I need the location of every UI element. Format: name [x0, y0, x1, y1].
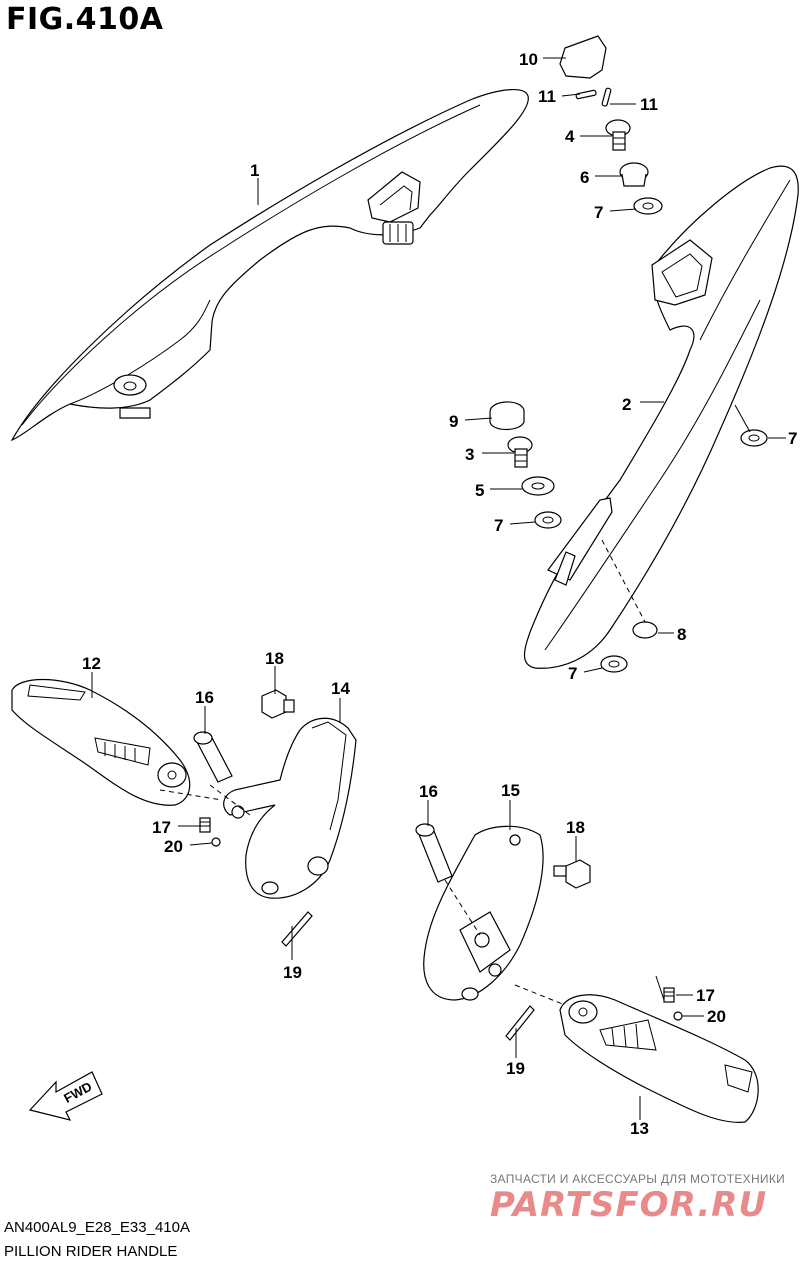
label-part-6: 6 [580, 168, 590, 187]
label-part-13: 13 [630, 1119, 649, 1138]
bracket-left-part-14 [223, 717, 357, 899]
spring-right-part-17 [663, 987, 675, 1003]
label-part-14: 14 [331, 679, 350, 698]
washer-part-7-mid [534, 511, 562, 529]
handle-right-part-2 [523, 165, 799, 669]
bolt-right-part-18 [553, 859, 591, 889]
label-part-7-bottom: 7 [568, 664, 578, 683]
label-part-11-left: 11 [538, 87, 556, 106]
collar-part-6 [619, 162, 649, 187]
diagram-caption: PILLION RIDER HANDLE [4, 1243, 178, 1260]
footrest-left-part-12 [11, 678, 191, 806]
watermark-logo: PARTSFOR.RU [490, 1185, 768, 1225]
bolt-part-3 [507, 436, 533, 468]
washer-part-7-top [633, 197, 663, 215]
cap-part-9 [489, 401, 525, 431]
cotter-pin-right-part-19 [505, 1005, 535, 1041]
bracket-right-part-15 [423, 825, 544, 1001]
label-part-15: 15 [501, 781, 520, 800]
footrest-right-part-13 [559, 994, 759, 1123]
washer-part-7-bottom [600, 655, 628, 673]
label-part-20-left: 20 [164, 837, 183, 856]
label-part-16-right: 16 [419, 782, 438, 801]
label-part-18-right: 18 [566, 818, 585, 837]
spring-left-part-17 [199, 817, 211, 833]
label-part-17-right: 17 [696, 986, 715, 1005]
cap-part-10 [559, 35, 607, 79]
label-part-3: 3 [465, 445, 475, 464]
label-part-19-left: 19 [283, 963, 302, 982]
plug-part-8 [632, 621, 658, 639]
pins-part-11 [575, 87, 612, 107]
label-part-7-mid: 7 [494, 516, 504, 535]
bolt-left-part-18 [261, 689, 295, 719]
label-part-7-top: 7 [594, 203, 604, 222]
figure-title: FIG.410A [6, 2, 164, 37]
watermark-tagline: ЗАПЧАСТИ И АКСЕССУАРЫ ДЛЯ МОТОТЕХНИКИ [490, 1172, 786, 1186]
label-part-2: 2 [622, 395, 632, 414]
fwd-arrow: FWD [28, 1071, 103, 1121]
label-part-19-right: 19 [506, 1059, 525, 1078]
label-part-17-left: 17 [152, 818, 171, 837]
bolt-part-4 [605, 119, 631, 151]
label-part-20-right: 20 [707, 1007, 726, 1026]
ball-right-part-20 [673, 1011, 683, 1021]
label-part-8: 8 [677, 625, 687, 644]
leader-lines [91, 57, 786, 1120]
label-part-11-right: 11 [640, 95, 658, 114]
ball-left-part-20 [211, 837, 221, 847]
handle-left-part-1 [10, 89, 529, 442]
label-part-7-right: 7 [788, 429, 798, 448]
pin-right-part-16 [415, 823, 453, 883]
label-part-4: 4 [565, 127, 575, 146]
label-part-1: 1 [250, 161, 260, 180]
washer-part-7-right [740, 429, 768, 447]
label-part-18-left: 18 [265, 649, 284, 668]
diagram-code: AN400AL9_E28_E33_410A [4, 1219, 190, 1236]
cotter-pin-left-part-19 [281, 911, 313, 947]
label-part-5: 5 [475, 481, 485, 500]
label-part-10: 10 [519, 50, 538, 69]
label-part-12: 12 [82, 654, 101, 673]
pin-left-part-16 [193, 731, 233, 783]
label-part-9: 9 [449, 412, 459, 431]
washer-part-5 [521, 476, 555, 496]
label-part-16-left: 16 [195, 688, 214, 707]
